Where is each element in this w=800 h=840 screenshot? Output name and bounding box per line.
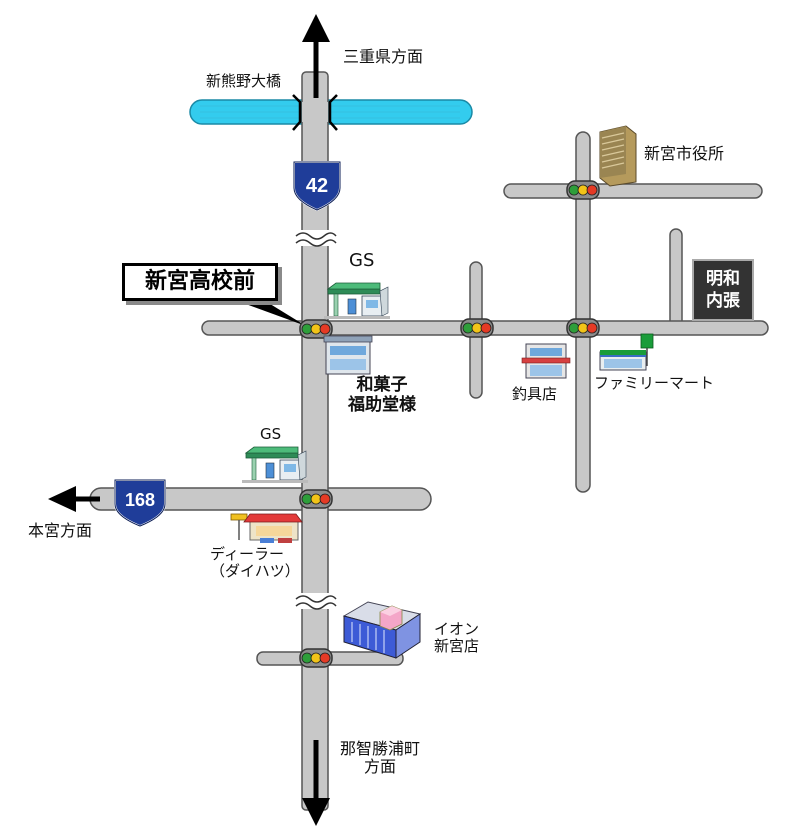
shop-icon	[323, 335, 373, 375]
route-42-number: 42	[306, 175, 328, 197]
aeon-line2: 新宮店	[434, 637, 480, 656]
meiwa-uchihari-box: 明和 内張	[692, 259, 754, 321]
mie-direction-label: 三重県方面	[343, 47, 424, 66]
bridge-label: 新熊野大橋	[206, 72, 282, 90]
fishing-shop-label: 釣具店	[512, 385, 558, 403]
traffic-signal-icon	[299, 319, 333, 339]
aeon-label: イオン 新宮店	[434, 620, 480, 656]
traffic-signal-icon	[460, 318, 494, 338]
dealer-line1: ディーラー	[210, 545, 284, 563]
route-168-shield: 168	[114, 479, 166, 528]
aeon-line1: イオン	[434, 620, 480, 638]
dealer-label: ディーラー （ダイハツ）	[210, 545, 300, 581]
gas-station-icon	[241, 446, 309, 484]
city-hall-label: 新宮市役所	[644, 144, 725, 163]
uchihari-label: 内張	[706, 291, 740, 311]
route-42-shield: 42	[293, 161, 341, 212]
gs-label-top: GS	[349, 250, 375, 271]
arrow-north	[302, 14, 330, 98]
highlight-label: 新宮高校前	[144, 269, 255, 294]
office-building-icon	[599, 125, 637, 187]
wagashi-line2: 福助堂様	[348, 394, 416, 415]
callout-pointer	[232, 299, 306, 326]
hongu-direction-label: 本宮方面	[28, 521, 93, 540]
shop-icon	[521, 343, 571, 379]
dealer-line2: （ダイハツ）	[210, 562, 300, 581]
traffic-signal-icon	[566, 180, 600, 200]
roads	[89, 71, 769, 811]
route-168-number: 168	[125, 490, 155, 510]
nachi-line2: 方面	[363, 757, 396, 777]
wagashi-label: 和菓子 福助堂様	[342, 375, 422, 415]
highlight-callout: 新宮高校前	[122, 263, 278, 301]
nachi-line1: 那智勝浦町	[339, 739, 420, 758]
meiwa-label: 明和	[706, 269, 740, 289]
gas-station-icon	[323, 282, 391, 320]
arrow-south	[302, 740, 330, 826]
familymart-label: ファミリーマート	[594, 374, 715, 392]
bridge-symbol	[292, 94, 338, 131]
wagashi-line1: 和菓子	[356, 375, 408, 395]
traffic-signal-icon	[299, 648, 333, 668]
traffic-signal-icon	[299, 489, 333, 509]
arrow-west	[48, 486, 100, 512]
shopping-mall-icon	[342, 601, 422, 659]
nachi-direction-label: 那智勝浦町 方面	[328, 739, 432, 777]
gs-label-mid: GS	[260, 425, 282, 443]
car-dealer-icon	[230, 513, 303, 543]
road-break-mark	[295, 230, 337, 247]
traffic-signal-icon	[566, 318, 600, 338]
road-break-mark	[295, 593, 337, 610]
convenience-store-icon	[599, 333, 654, 371]
